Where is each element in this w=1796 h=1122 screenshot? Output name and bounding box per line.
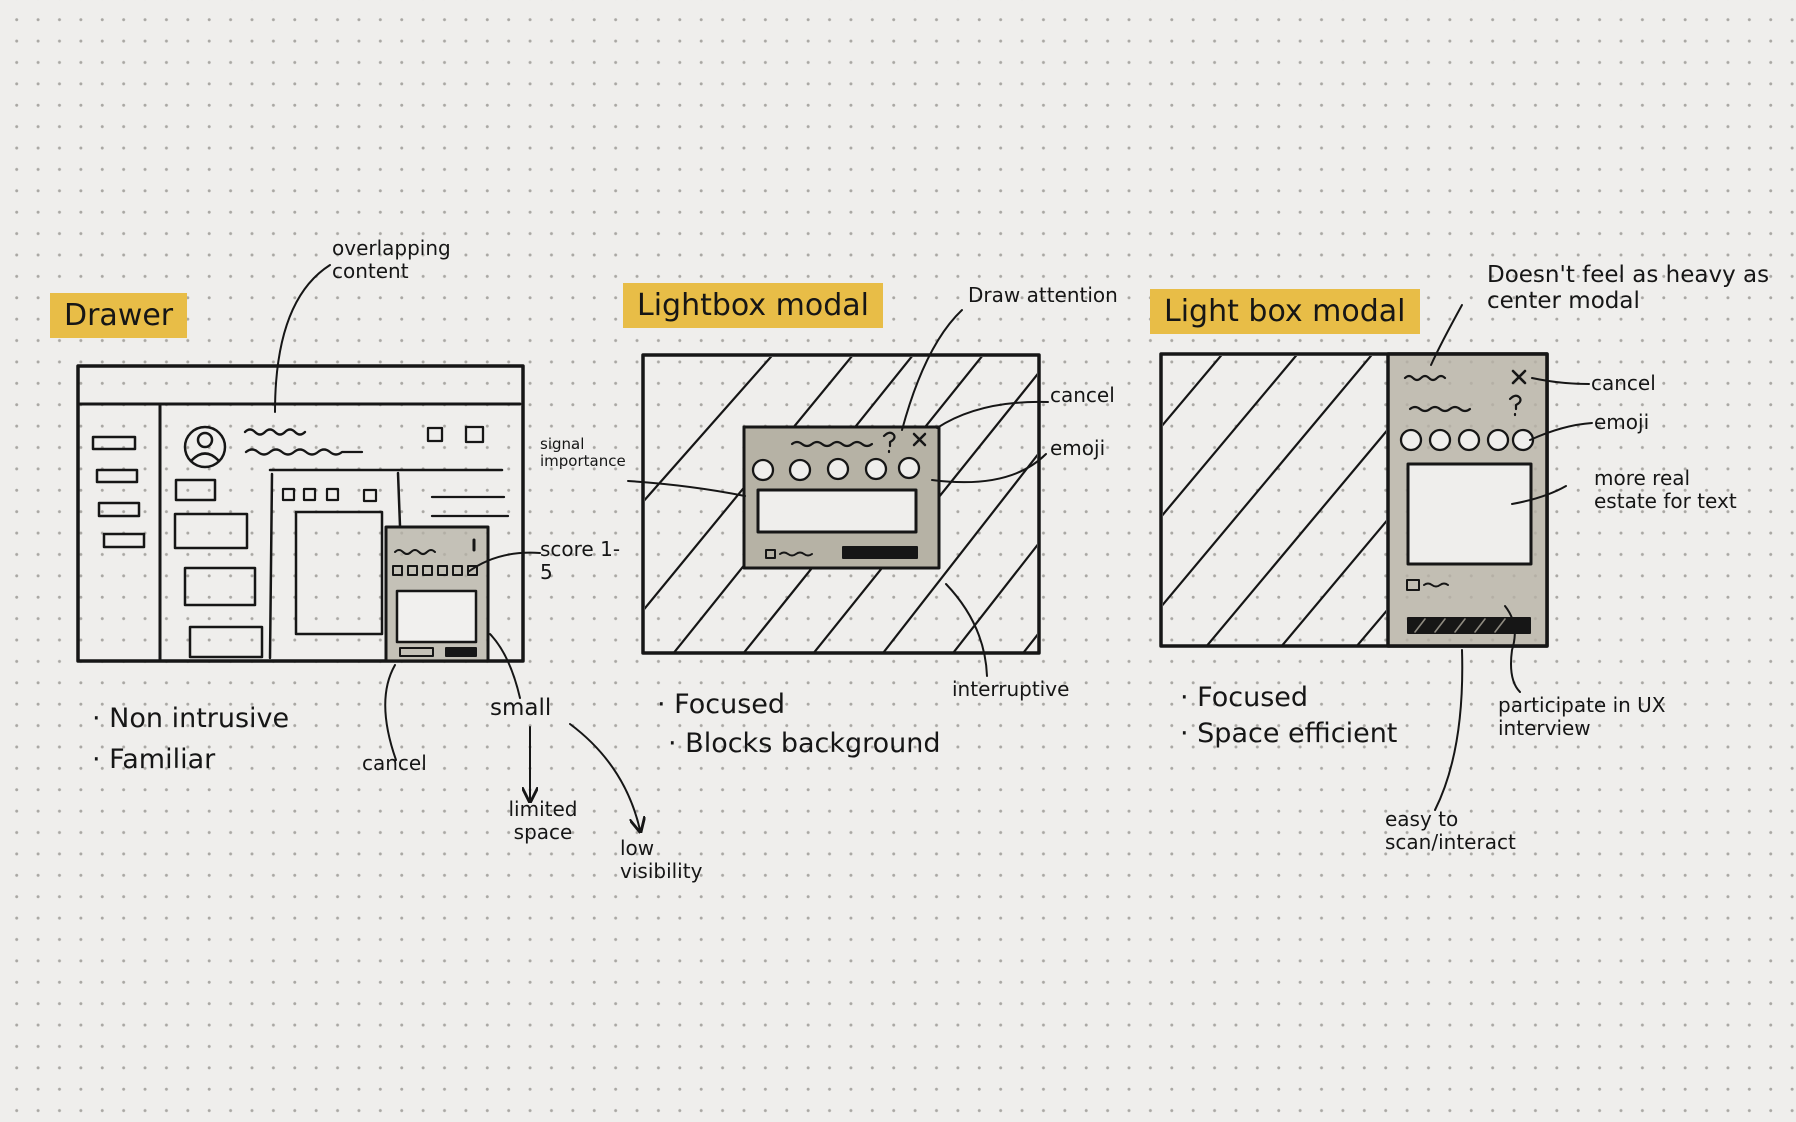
title-lightbox-center: Lightbox modal (623, 283, 883, 328)
side-close-icon (1511, 369, 1527, 385)
note-overlapping-content: overlapping content (332, 236, 451, 283)
title-lightbox-side: Light box modal (1150, 289, 1420, 334)
side-emoji-circles (1399, 428, 1535, 452)
note-more-real-estate: more real estate for text (1594, 466, 1737, 513)
drawer-bullet-2: · Familiar (92, 744, 216, 775)
note-center-cancel: cancel (1050, 383, 1115, 407)
note-interruptive: interruptive (952, 677, 1070, 701)
center-bullet-1: · Focused (657, 689, 786, 720)
note-limited-space: limited space (508, 797, 578, 844)
note-side-emoji: emoji (1594, 410, 1650, 434)
user-avatar-icon (183, 425, 227, 469)
side-lightbox-sketch (1159, 352, 1549, 648)
drawer-score-boxes (392, 565, 478, 576)
note-small: small (490, 695, 552, 721)
annotation-leaders (274, 264, 1593, 830)
center-bullet-2: · Blocks background (668, 728, 941, 759)
note-score: score 1-5 (540, 537, 621, 584)
note-draw-attention: Draw attention (968, 283, 1118, 307)
close-icon (912, 432, 927, 447)
note-drawer-cancel: cancel (362, 751, 427, 775)
note-easy-to-scan: easy to scan/interact (1385, 807, 1516, 854)
note-signal-importance: signal importance (540, 435, 626, 471)
note-low-visibility: low visibility (620, 836, 703, 883)
center-lightbox-sketch (641, 353, 1041, 655)
drawer-frame (76, 364, 525, 663)
drawer-sketch (76, 364, 525, 663)
note-participate: participate in UX interview (1498, 693, 1666, 740)
note-side-cancel: cancel (1591, 371, 1656, 395)
note-center-emoji: emoji (1050, 436, 1106, 460)
drawer-bullet-1: · Non intrusive (92, 703, 290, 734)
drawer-panel (384, 525, 490, 663)
note-doesnt-feel-heavy: Doesn't feel as heavy as center modal (1487, 262, 1770, 315)
side-modal (1386, 352, 1549, 648)
drawer-sidebar-items (91, 435, 146, 549)
side-hatch (1163, 356, 1386, 646)
center-frame (641, 353, 1041, 655)
title-drawer: Drawer (50, 293, 188, 338)
center-modal (742, 425, 941, 570)
emoji-circles (751, 456, 921, 482)
side-bullet-2: · Space efficient (1180, 718, 1398, 749)
side-bullet-1: · Focused (1180, 682, 1309, 713)
